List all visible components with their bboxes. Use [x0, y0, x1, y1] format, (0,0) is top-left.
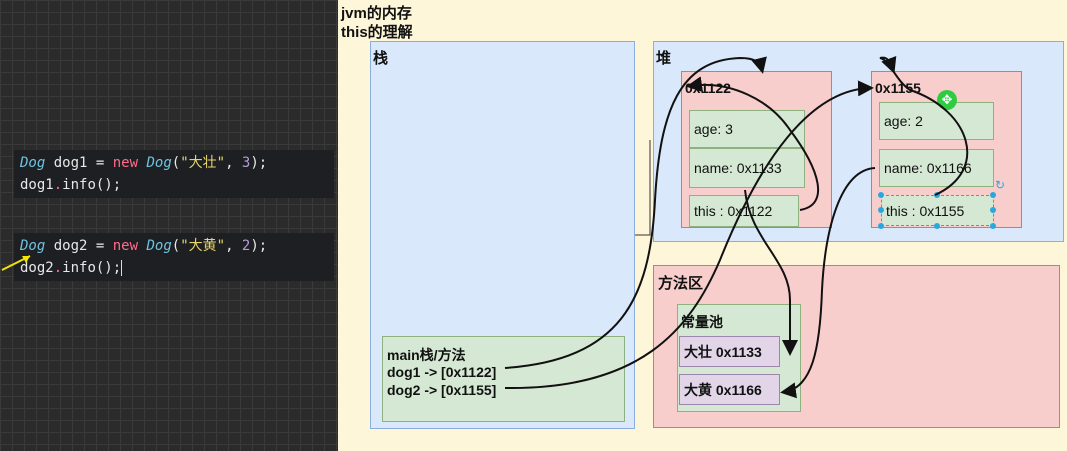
string-dazhuang[interactable]: 大壮 0x1133 — [679, 336, 780, 367]
arrow-obj1-this — [686, 76, 819, 211]
pointer-arrow-icon — [1, 255, 31, 271]
arrow-obj2-this — [879, 55, 969, 196]
move-cursor-icon: ✥ — [937, 90, 957, 110]
arrow-dog2-to-0x1155 — [504, 80, 874, 390]
diagram-title: jvm的内存 — [341, 5, 412, 22]
stack-heap-connector — [635, 140, 651, 236]
code-block-dog1[interactable]: Dog dog1 = new Dog("大壮", 3); dog1.info(); — [14, 150, 334, 198]
dog1-reference: dog1 -> [0x1122] — [387, 364, 497, 380]
object-2-address: 0x1155 — [875, 80, 921, 96]
code-editor[interactable]: Dog dog1 = new Dog("大壮", 3); dog1.info();… — [0, 0, 338, 451]
method-area-label: 方法区 — [658, 275, 704, 292]
arrow-dog1-to-0x1122 — [504, 56, 767, 369]
stack-label: 栈 — [373, 50, 389, 67]
rotate-handle-icon[interactable]: ↻ — [995, 178, 1006, 192]
obj1-this-field[interactable]: this : 0x1122 — [689, 195, 799, 227]
selection-handle[interactable] — [990, 192, 996, 198]
selection-handle[interactable] — [934, 223, 940, 229]
constant-pool-label: 常量池 — [681, 314, 723, 330]
obj1-name-field[interactable]: name: 0x1133 — [689, 148, 805, 188]
selection-handle[interactable] — [878, 207, 884, 213]
obj1-age-field[interactable]: age: 3 — [689, 110, 805, 148]
arrow-name-0x1166 — [780, 167, 876, 399]
selection-handle[interactable] — [878, 192, 884, 198]
string-dahuang[interactable]: 大黄 0x1166 — [679, 374, 780, 405]
obj2-this-field[interactable]: this : 0x1155 — [881, 195, 994, 226]
code-block-dog2[interactable]: Dog dog2 = new Dog("大黄", 2); dog2.info(); — [14, 233, 334, 281]
code-line-2: dog1.info(); — [20, 177, 122, 193]
code-line-4: dog2.info(); — [20, 260, 123, 276]
arrow-name-0x1133 — [744, 189, 798, 356]
dog2-reference: dog2 -> [0x1155] — [387, 382, 497, 398]
selection-handle[interactable] — [990, 207, 996, 213]
code-line-1: Dog dog1 = new Dog("大壮", 3); — [20, 155, 268, 171]
obj2-name-field[interactable]: name: 0x1166 — [879, 149, 994, 187]
obj2-age-field[interactable]: age: 2 — [879, 102, 994, 140]
code-line-3: Dog dog2 = new Dog("大黄", 2); — [20, 238, 268, 254]
selection-handle[interactable] — [878, 223, 884, 229]
text-cursor — [121, 260, 123, 276]
diagram-subtitle: this的理解 — [341, 24, 413, 41]
frame-title: main栈/方法 — [387, 347, 466, 363]
main-stack-frame[interactable]: main栈/方法 dog1 -> [0x1122] dog2 -> [0x115… — [382, 336, 625, 422]
selection-handle[interactable] — [990, 223, 996, 229]
heap-label: 堆 — [656, 50, 672, 67]
